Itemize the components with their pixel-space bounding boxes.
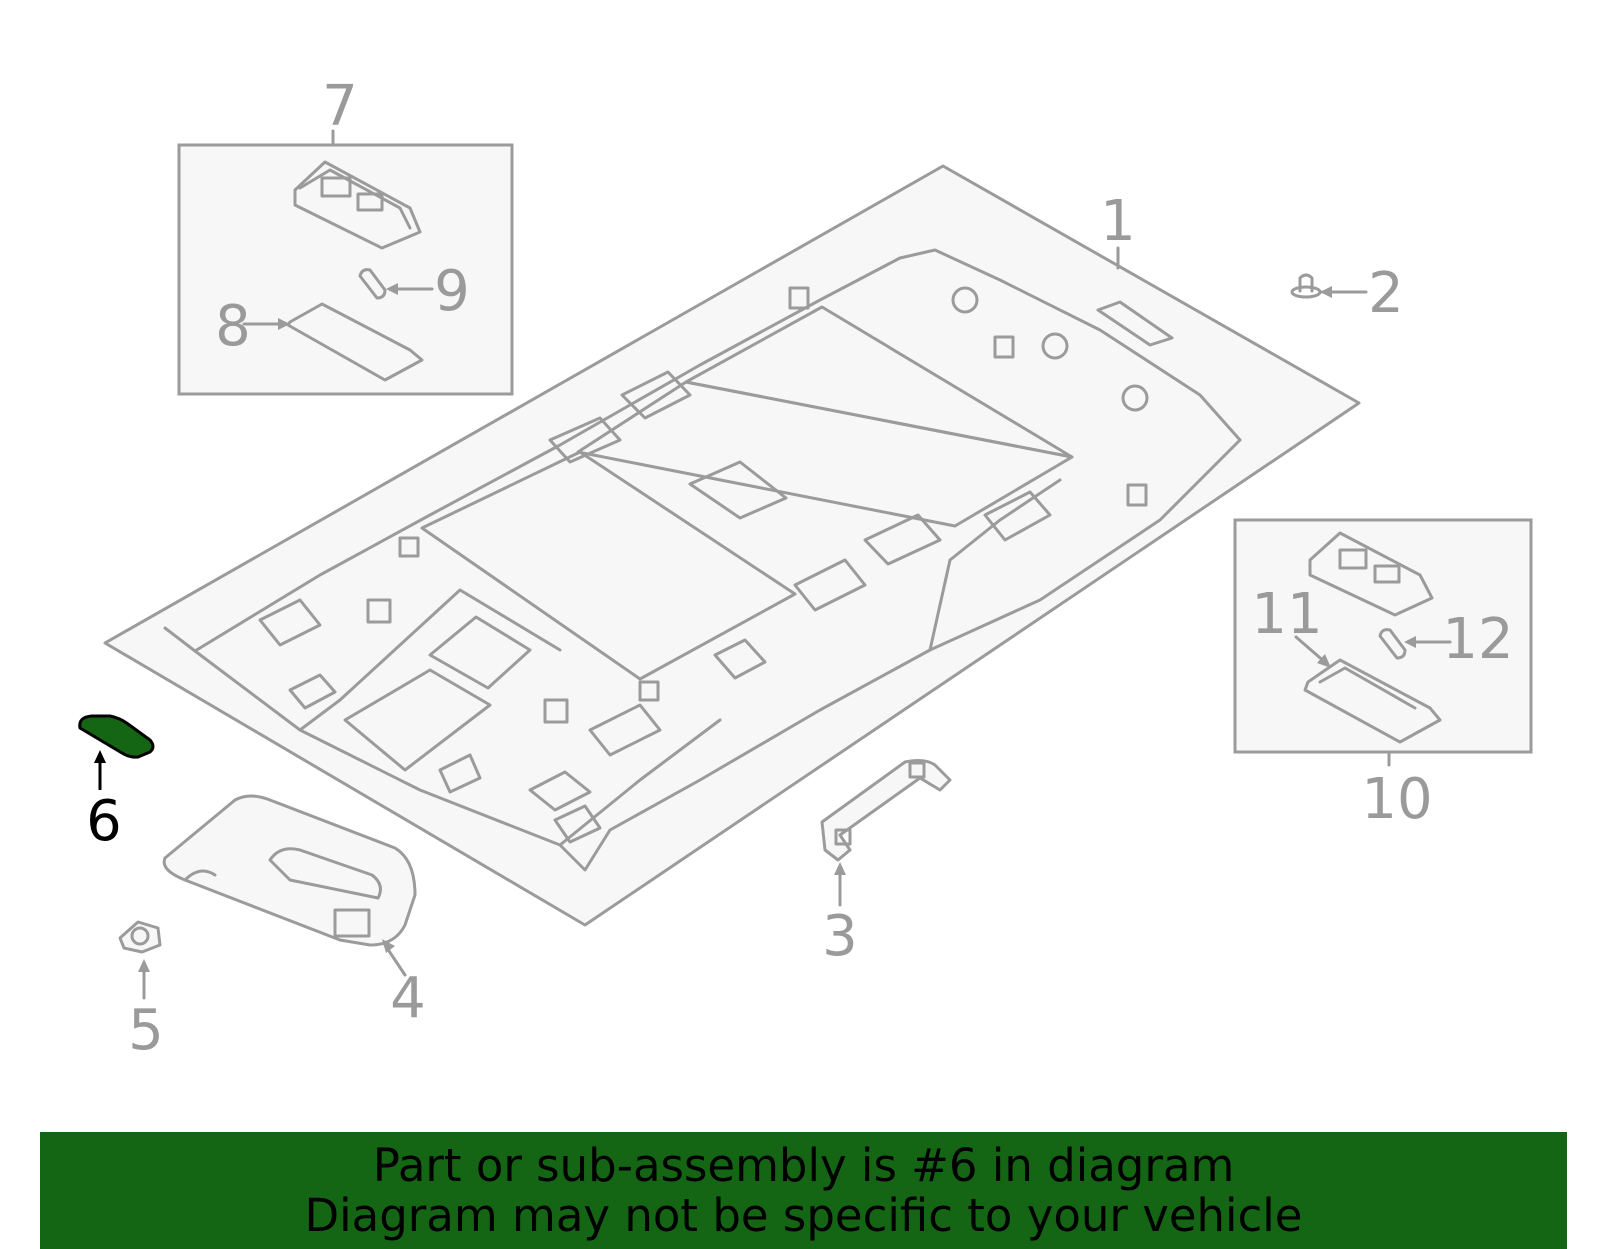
dome-lamp[interactable] [293,160,422,250]
lamp-bulb[interactable] [358,268,387,300]
callout-9: 9 [434,259,470,324]
callout-3: 3 [822,904,858,969]
callout-1: 1 [1100,189,1136,254]
sun-visor[interactable] [162,794,417,947]
map-lamp-bulb[interactable] [1378,628,1407,660]
banner-line-1: Part or sub-assembly is #6 in diagram [372,1138,1235,1192]
banner-line-2: Diagram may not be specific to your vehi… [304,1188,1303,1242]
highlighted-part-6[interactable] [78,714,155,759]
callout-7: 7 [322,74,358,139]
retainer-clip[interactable] [1290,273,1322,299]
map-lamp[interactable] [1308,531,1434,617]
callout-10: 10 [1361,767,1432,832]
grab-handle[interactable] [820,759,952,862]
headliner-panel[interactable] [103,164,1361,927]
map-lamp-lens[interactable] [1303,658,1442,744]
callout-12: 12 [1442,607,1513,672]
callout-2: 2 [1368,261,1404,326]
visor-clip[interactable] [118,920,162,954]
callout-6: 6 [86,789,122,854]
callout-11: 11 [1251,582,1322,647]
info-banner: Part or sub-assembly is #6 in diagram Di… [40,1132,1567,1249]
callout-5: 5 [128,998,164,1063]
callout-4: 4 [390,966,426,1031]
callout-8: 8 [215,294,251,359]
